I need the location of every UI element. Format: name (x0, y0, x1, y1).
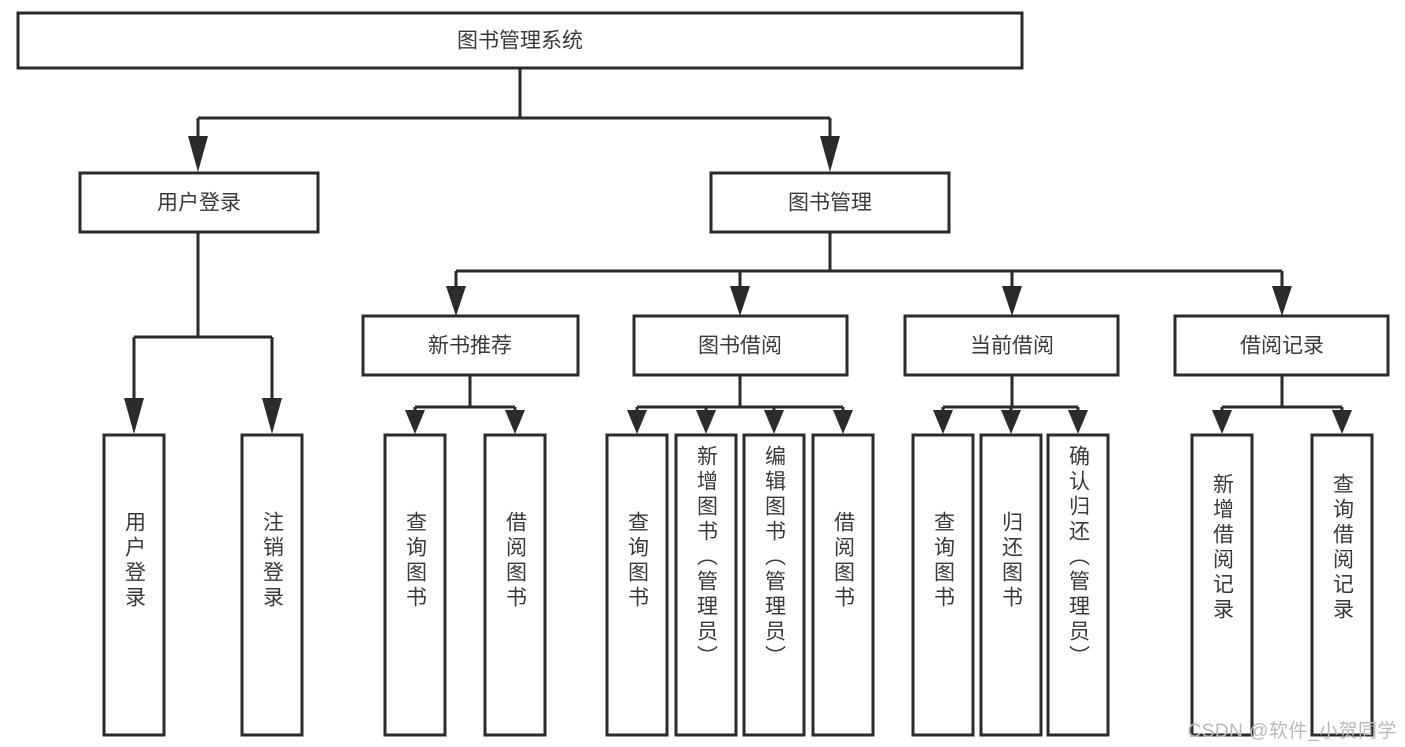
leaf-query-book-1-box[interactable] (383, 433, 447, 737)
node-current-borrow[interactable]: 当前借阅 (903, 314, 1120, 377)
arrow-leaf-return-book (1001, 410, 1021, 434)
node-current-borrow-label: 当前借阅 (970, 335, 1054, 358)
node-borrow-record[interactable]: 借阅记录 (1173, 314, 1390, 377)
leaf-query-book-2-box[interactable] (605, 433, 669, 737)
arrow-leaf-edit-book (764, 410, 784, 434)
arrow-book-manage (820, 136, 840, 172)
leaf-return-book-box[interactable] (979, 433, 1043, 737)
leaf-boxes-layer (102, 433, 1374, 737)
node-book-borrow-box[interactable] (632, 314, 849, 377)
connectors-layer (124, 68, 1352, 434)
arrow-current-borrow (1002, 286, 1022, 316)
node-borrow-record-box[interactable] (1173, 314, 1390, 377)
node-new-book-recommend-box[interactable] (361, 314, 580, 377)
arrow-leaf-logout (262, 398, 282, 434)
arrow-user-login (188, 136, 208, 172)
arrow-book-borrow (730, 286, 750, 316)
node-user-login-label: 用户登录 (157, 192, 241, 215)
node-new-book-recommend[interactable]: 新书推荐 (361, 314, 580, 377)
leaf-add-book-box[interactable] (674, 433, 738, 737)
arrow-leaf-borrow-book-1 (505, 410, 525, 434)
arrow-leaf-add-book (696, 410, 716, 434)
node-new-book-recommend-label: 新书推荐 (428, 335, 512, 358)
leaf-query-record-box[interactable] (1310, 433, 1374, 737)
arrow-leaf-confirm-return (1068, 410, 1088, 434)
arrow-borrow-record (1272, 286, 1292, 316)
node-book-manage-box[interactable] (709, 171, 951, 234)
leaf-borrow-book-2-box[interactable] (811, 433, 875, 737)
node-book-manage-label: 图书管理 (788, 192, 872, 215)
node-user-login[interactable]: 用户登录 (78, 171, 320, 234)
node-book-borrow[interactable]: 图书借阅 (632, 314, 849, 377)
arrow-leaf-add-record (1212, 410, 1232, 434)
node-current-borrow-box[interactable] (903, 314, 1120, 377)
leaf-logout-box[interactable] (240, 433, 304, 737)
arrow-new-book-recommend (446, 286, 466, 316)
arrow-leaf-borrow-book-2 (833, 410, 853, 434)
leaf-borrow-book-1-box[interactable] (483, 433, 547, 737)
arrow-leaf-user-login (124, 398, 144, 434)
node-root-box[interactable] (16, 11, 1024, 70)
leaf-query-book-3-box[interactable] (911, 433, 975, 737)
leaf-user-login-box[interactable] (102, 433, 166, 737)
arrow-leaf-query-book-1 (405, 410, 425, 434)
arrow-leaf-query-book-2 (627, 410, 647, 434)
node-root[interactable]: 图书管理系统 (16, 11, 1024, 70)
node-user-login-box[interactable] (78, 171, 320, 234)
node-book-borrow-label: 图书借阅 (698, 335, 782, 358)
leaf-confirm-return-box[interactable] (1046, 433, 1110, 737)
node-book-manage[interactable]: 图书管理 (709, 171, 951, 234)
arrow-leaf-query-record (1332, 410, 1352, 434)
leaf-add-record-box[interactable] (1190, 433, 1254, 737)
leaf-edit-book-box[interactable] (742, 433, 806, 737)
node-root-label: 图书管理系统 (457, 30, 583, 53)
node-borrow-record-label: 借阅记录 (1240, 335, 1324, 358)
arrow-leaf-query-book-3 (933, 410, 953, 434)
